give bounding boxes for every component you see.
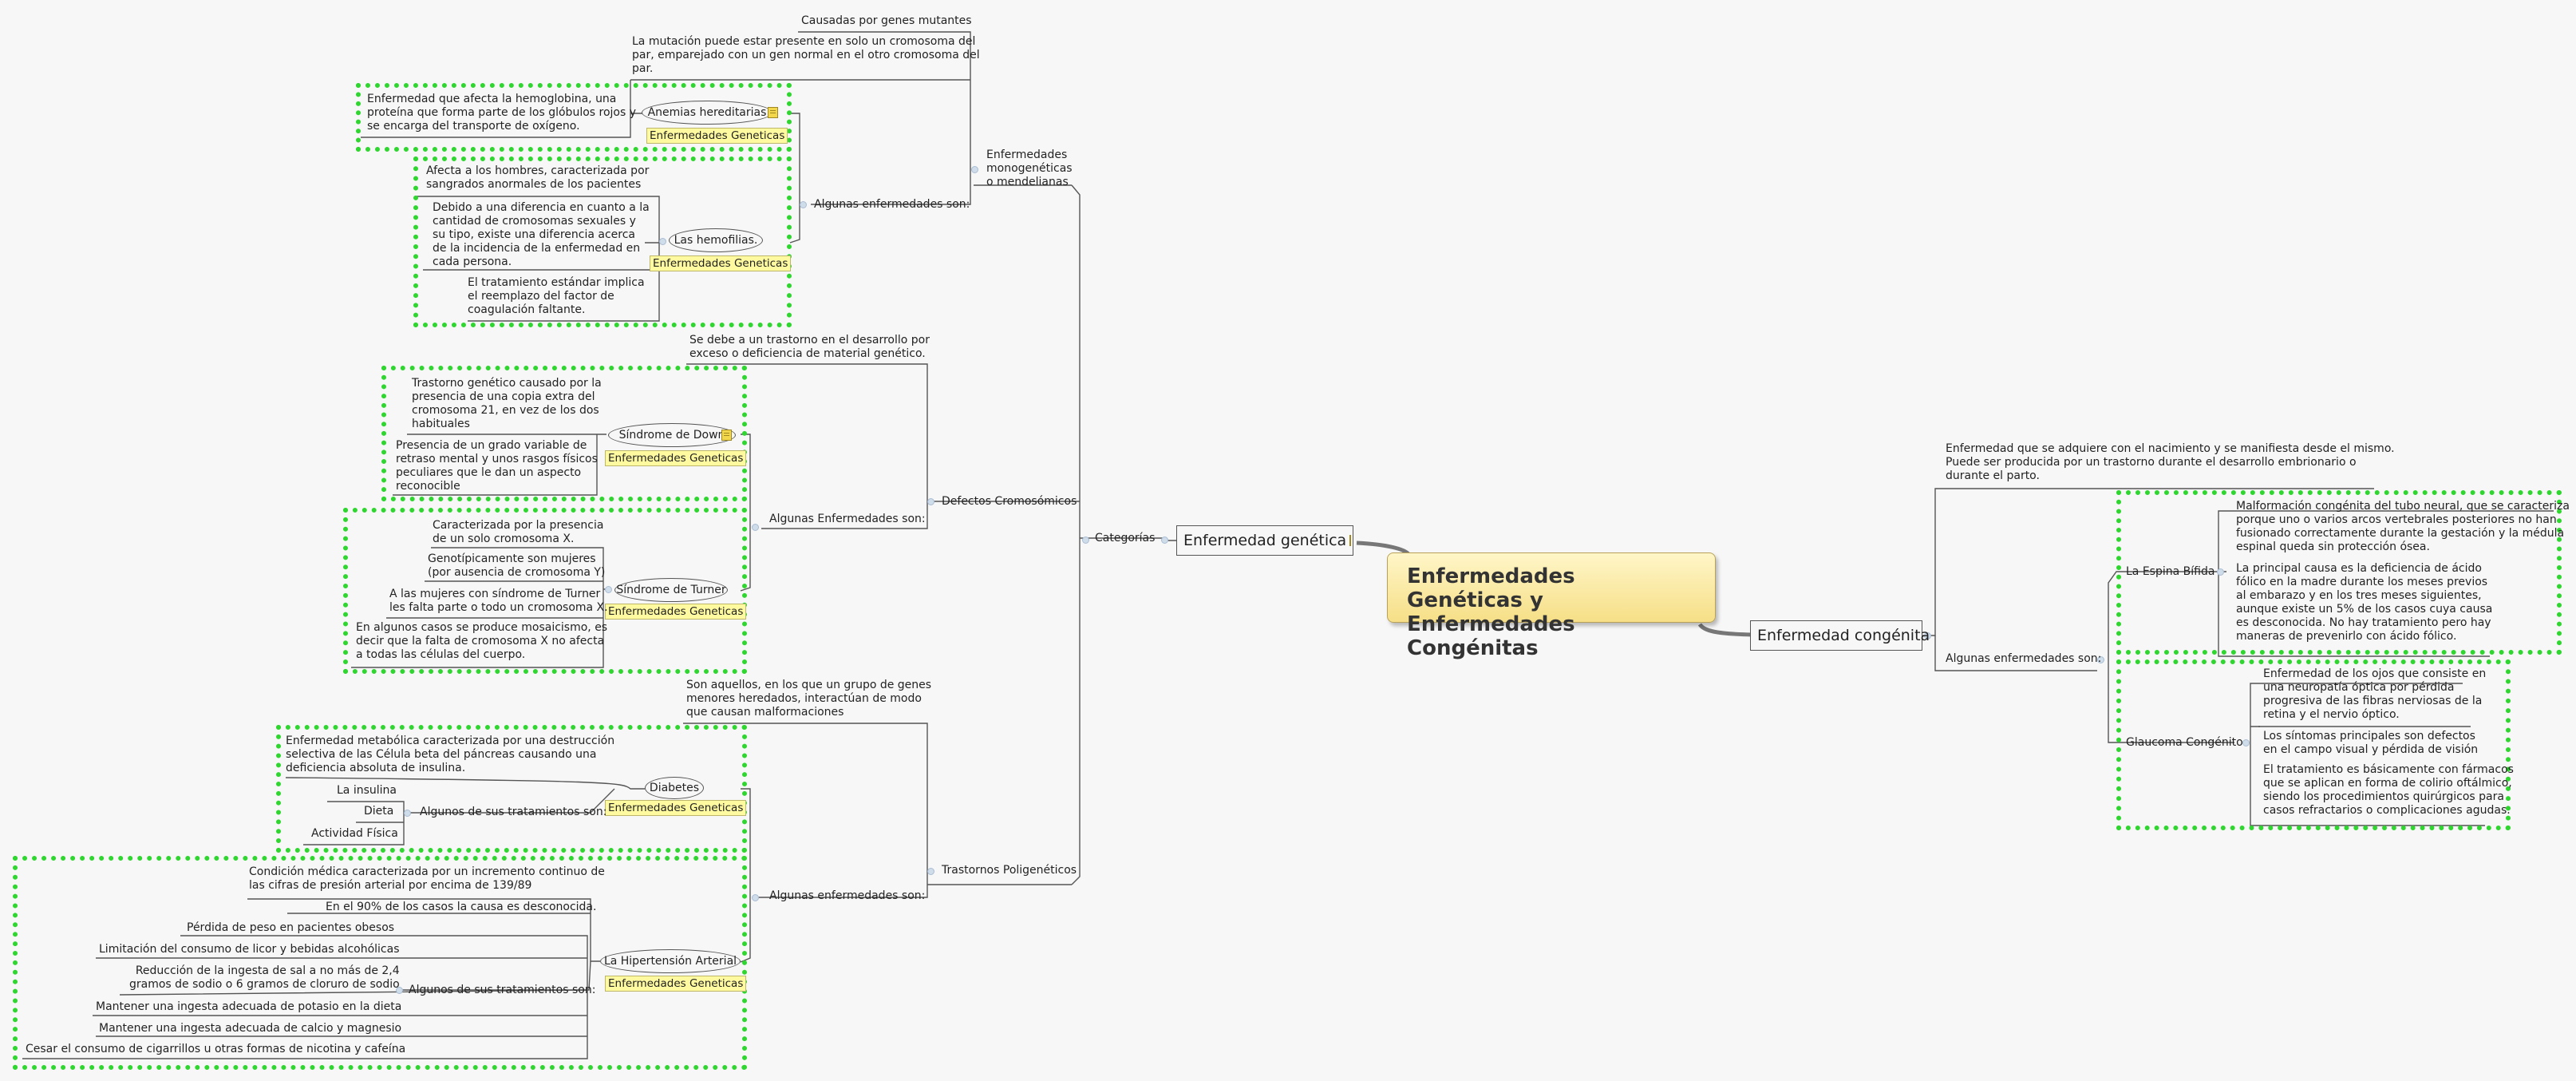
topic-enfermedad-genetica[interactable]: Enfermedad genética [1176,525,1353,556]
boundary-glaucoma [2116,659,2511,830]
expander-dot[interactable] [396,987,403,994]
text-espina-1: Malformación congénita del tubo neural, … [2236,500,2570,553]
tag-hipertension[interactable]: Enfermedades Geneticas [605,976,747,992]
expander-dot[interactable] [605,586,612,593]
central-line2: Enfermedades Congénitas [1407,612,1575,660]
expander-dot[interactable] [404,810,411,817]
expander-dot[interactable] [2097,656,2104,663]
topic-sindrome-down[interactable]: Síndrome de Down [608,423,736,447]
text-hipertension-causa: En el 90% de los casos la causa es desco… [326,901,597,913]
central-line1: Enfermedades Genéticas y [1407,564,1575,612]
boundary-hipertension [13,856,747,1070]
item-diabetes-1[interactable]: Dieta [364,805,394,818]
boundary-down [381,366,747,501]
boundary-diabetes [276,725,747,853]
boundary-hemofilias [413,156,792,327]
topic-anemias[interactable]: Anemias hereditarias [642,101,772,125]
note-icon[interactable] [721,430,732,441]
expander-dot[interactable] [1924,632,1931,639]
label-tratamientos-diabetes[interactable]: Algunos de sus tratamientos son: [420,806,607,818]
boundary-anemias [356,83,792,152]
text-hipertension: Condición médica caracterizada por un in… [249,865,605,892]
expander-dot[interactable] [2242,739,2250,746]
text-crom-desc: Se debe a un trastorno en el desarrollo … [689,334,930,360]
label-tratamientos-hipertension[interactable]: Algunos de sus tratamientos son: [409,984,596,996]
expander-dot[interactable] [927,868,934,875]
text-diabetes: Enfermedad metabólica caracterizada por … [286,735,615,774]
item-diabetes-0[interactable]: La insulina [337,784,397,797]
text-turner-4: En algunos casos se produce mosaicismo, … [356,621,608,661]
expander-dot[interactable] [659,238,666,245]
label-causadas[interactable]: Causadas por genes mutantes [801,14,972,27]
tag-diabetes[interactable]: Enfermedades Geneticas [605,800,747,816]
item-hiper-2[interactable]: Reducción de la ingesta de sal a no más … [129,964,400,991]
topic-sindrome-turner[interactable]: Síndrome de Turner [614,578,728,602]
tag-turner[interactable]: Enfermedades Geneticas [605,604,747,620]
expander-dot[interactable] [1082,537,1089,544]
topic-glaucoma[interactable]: Glaucoma Congénito [2126,736,2243,749]
boundary-turner [343,508,747,674]
label-algunas-crom[interactable]: Algunas Enfermedades son: [769,513,926,525]
text-poli-desc: Son aquellos, en los que un grupo de gen… [686,679,932,719]
text-espina-2: La principal causa es la deficiencia de … [2236,562,2493,643]
label-algunas-mono[interactable]: Algunas enfermedades son: [814,198,970,211]
item-diabetes-2[interactable]: Actividad Física [311,827,398,840]
item-hiper-4[interactable]: Mantener una ingesta adecuada de calcio … [99,1022,402,1035]
tag-down[interactable]: Enfermedades Geneticas [605,450,747,466]
text-glaucoma-3: El tratamiento es básicamente con fármac… [2263,763,2514,817]
expander-dot[interactable] [800,201,807,208]
note-icon[interactable] [768,107,778,118]
item-hiper-0[interactable]: Pérdida de peso en pacientes obesos [187,921,395,934]
topic-espina-bifida[interactable]: La Espina Bífida [2126,565,2215,578]
text-mutacion: La mutación puede estar presente en solo… [632,35,980,75]
expander-dot[interactable] [927,498,934,505]
topic-hipertension[interactable]: La Hipertensión Arterial [600,949,741,973]
expander-dot[interactable] [752,894,759,901]
boundary-espina [2116,490,2562,655]
tag-anemias[interactable]: Enfermedades Geneticas [646,128,788,144]
tag-hemofilias[interactable]: Enfermedades Geneticas [650,255,792,271]
expander-dot[interactable] [1161,537,1168,544]
text-congenita-desc: Enfermedad que se adquiere con el nacimi… [1946,442,2395,482]
item-hiper-5[interactable]: Cesar el consumo de cigarrillos u otras … [26,1043,406,1055]
text-anemias: Enfermedad que afecta la hemoglobina, un… [367,93,637,133]
label-algunas-congenita[interactable]: Algunas enfermedades son: [1946,652,2102,665]
expander-dot[interactable] [971,166,978,173]
label-categorias[interactable]: Categorías [1095,532,1156,544]
item-hiper-1[interactable]: Limitación del consumo de licor y bebida… [99,943,400,956]
item-hiper-3[interactable]: Mantener una ingesta adecuada de potasio… [96,1000,402,1013]
topic-defectos-cromosomicos[interactable]: Defectos Cromosómicos [942,495,1077,508]
note-icon[interactable] [1349,535,1352,546]
topic-trastornos-poligeneticos[interactable]: Trastornos Poligenéticos [942,864,1077,877]
topic-hemofilias[interactable]: Las hemofilias. [669,228,763,252]
expander-dot[interactable] [2217,568,2224,576]
topic-diabetes[interactable]: Diabetes [645,777,704,799]
central-topic[interactable]: Enfermedades Genéticas y Enfermedades Co… [1387,552,1716,660]
expander-dot[interactable] [752,524,759,531]
label-algunas-poli[interactable]: Algunas enfermedades son: [769,889,926,902]
topic-enfermedad-congenita[interactable]: Enfermedad congénita [1750,620,1930,651]
text-turner-2: Genotípicamente son mujeres(por ausencia… [428,552,606,579]
